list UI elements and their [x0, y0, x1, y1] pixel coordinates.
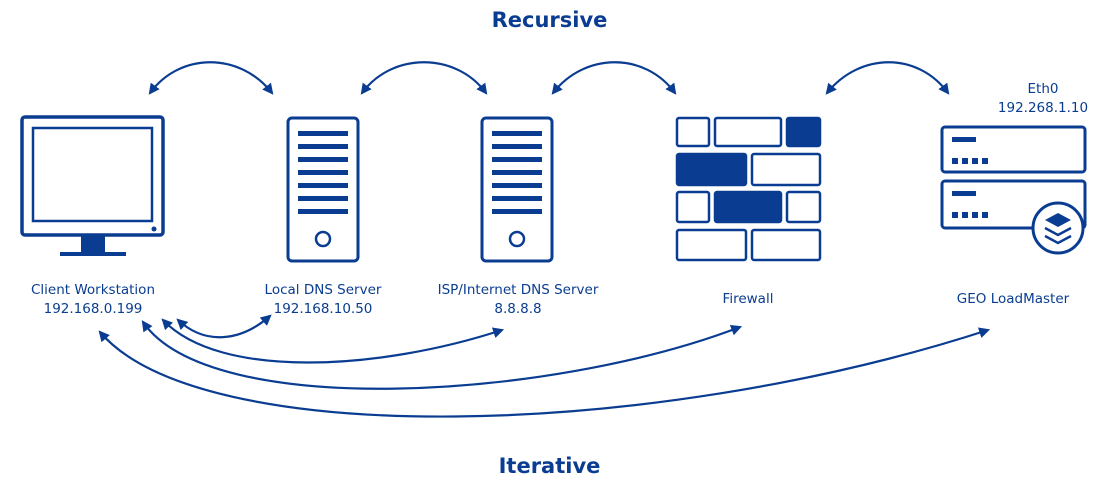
geo-interface-label: Eth0 192.268.1.10 [998, 80, 1088, 118]
appliance-icon [940, 125, 1087, 255]
layers-badge-icon [1031, 201, 1085, 255]
recursive-arrow-isp-firewall [551, 61, 677, 95]
iterative-title: Iterative [498, 454, 601, 478]
iterative-arrow-client-geo [98, 327, 991, 418]
node-ip: 192.168.0.199 [43, 301, 143, 317]
interface-ip: 192.268.1.10 [997, 100, 1089, 116]
node-name: Firewall [722, 291, 774, 307]
node-name: ISP/Internet DNS Server [437, 282, 599, 298]
server-icon [286, 116, 360, 263]
node-name: Client Workstation [30, 282, 156, 298]
iterative-arrow-client-local [176, 314, 272, 339]
local-dns-label: Local DNS Server 192.168.10.50 [265, 281, 382, 319]
isp-dns-label: ISP/Internet DNS Server 8.8.8.8 [438, 281, 599, 319]
server-icon [480, 116, 554, 263]
geo-loadmaster-label: GEO LoadMaster [957, 290, 1069, 309]
interface-name: Eth0 [1027, 81, 1059, 97]
firewall-label: Firewall [723, 290, 774, 309]
recursive-title: Recursive [491, 8, 608, 32]
recursive-arrow-client-local [148, 61, 274, 95]
node-name: Local DNS Server [264, 282, 382, 298]
node-ip: 192.168.10.50 [273, 301, 373, 317]
recursive-arrow-local-isp [360, 61, 488, 95]
monitor-icon [20, 115, 165, 256]
recursive-arrow-firewall-geo [825, 61, 950, 95]
node-name: GEO LoadMaster [956, 291, 1070, 307]
node-ip: 8.8.8.8 [494, 301, 542, 317]
client-workstation-label: Client Workstation 192.168.0.199 [31, 281, 155, 319]
brick-wall-icon [675, 116, 822, 262]
iterative-arrow-client-isp [161, 318, 505, 364]
iterative-arrow-client-firewall [141, 320, 743, 390]
